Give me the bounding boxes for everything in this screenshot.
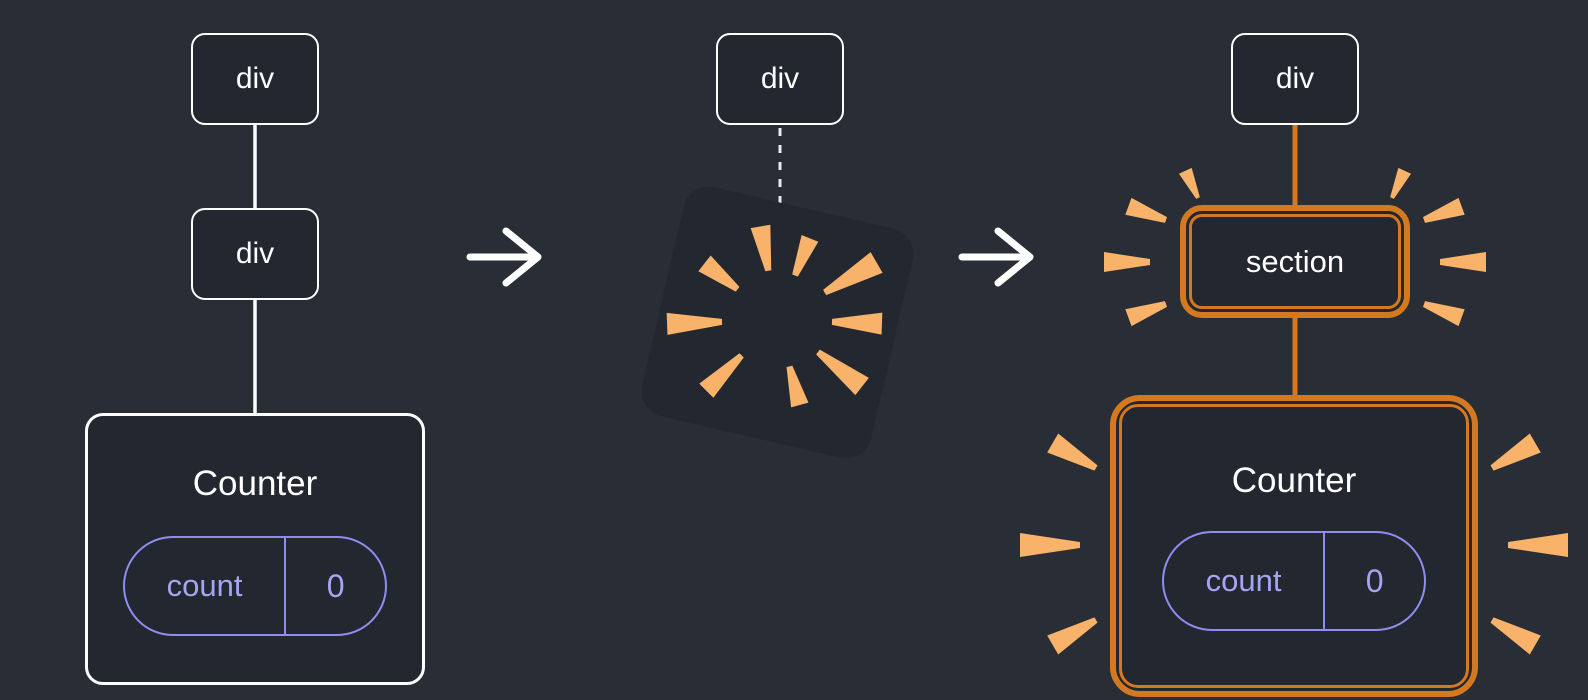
destroyed-subtree-square: [636, 181, 919, 464]
node-label: div: [1275, 62, 1315, 95]
component-title: Counter: [192, 464, 318, 503]
state-key-cell: count: [1164, 533, 1326, 629]
state-pill: count 0: [123, 536, 387, 636]
state-pill: count 0: [1162, 531, 1426, 631]
node-label: div: [235, 62, 275, 95]
state-value-cell: 0: [1365, 562, 1384, 599]
component-title: Counter: [1231, 461, 1357, 500]
div-node-before-child: div: [191, 208, 319, 300]
div-node-before-root: div: [191, 33, 319, 125]
div-node-after-root: div: [1231, 33, 1359, 125]
counter-component-node-before: Counter count 0: [85, 413, 425, 685]
state-key-cell: count: [125, 538, 287, 634]
state-value-cell: 0: [326, 567, 345, 604]
section-node-inner: section: [1189, 214, 1401, 309]
node-label: div: [235, 237, 275, 270]
counter-component-node-after-highlighted: Counter count 0: [1110, 395, 1478, 697]
counter-node-inner: Counter count 0: [1119, 404, 1469, 688]
node-label: div: [760, 62, 800, 95]
div-node-during-root: div: [716, 33, 844, 125]
section-node-highlighted: section: [1180, 205, 1410, 318]
node-label: section: [1245, 243, 1345, 279]
